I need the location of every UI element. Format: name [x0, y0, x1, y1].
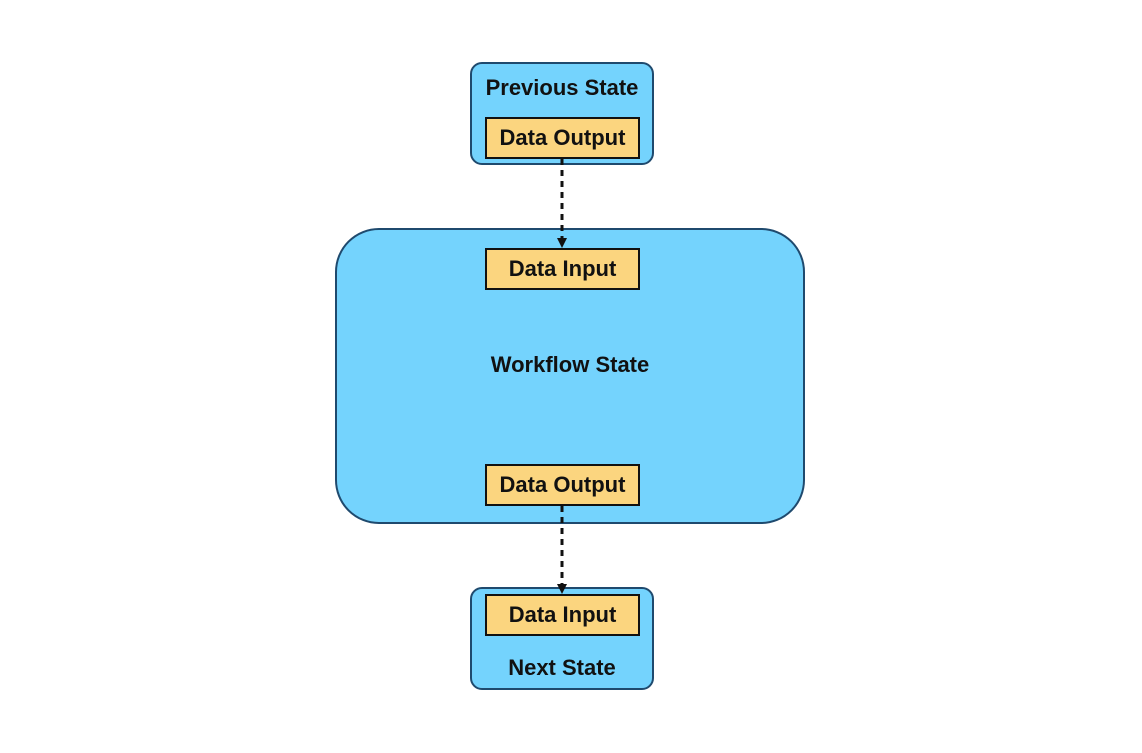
next-state-data-input-port: Data Input — [485, 594, 640, 636]
previous-state-title: Previous State — [485, 75, 639, 100]
workflow-state-data-input-port: Data Input — [485, 248, 640, 290]
next-state-title: Next State — [508, 655, 616, 680]
workflow-state-title: Workflow State — [490, 352, 650, 377]
workflow-state-data-output-port: Data Output — [485, 464, 640, 506]
previous-state-data-output-port: Data Output — [485, 117, 640, 159]
